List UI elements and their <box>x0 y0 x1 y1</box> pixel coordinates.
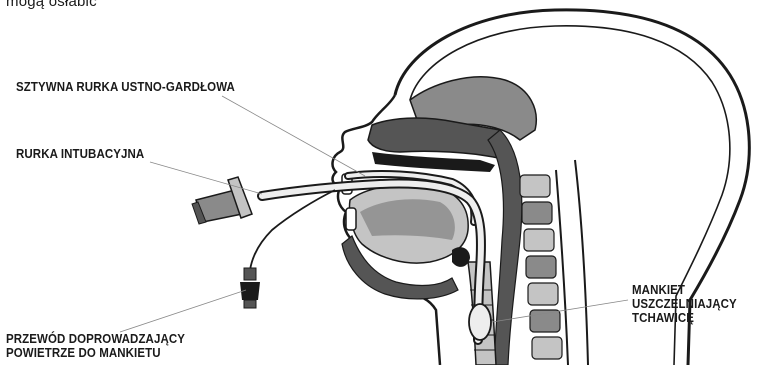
spinal-canal <box>556 170 568 365</box>
lower-teeth <box>346 208 356 230</box>
label-cuff-inflation-line-1: PRZEWÓD DOPROWADZAJĄCY <box>6 332 185 346</box>
label-rigid-oropharyngeal-airway: SZTYWNA RURKA USTNO-GARDŁOWA <box>16 80 235 94</box>
label-cuff-inflation-line: PRZEWÓD DOPROWADZAJĄCY POWIETRZE DO MANK… <box>6 332 185 360</box>
tracheal-cuff <box>469 304 491 340</box>
spinal-canal-back <box>575 160 588 365</box>
label-tracheal-cuff-2: USZCZELNIAJĄCY <box>632 297 737 311</box>
pilot-balloon-cap <box>244 300 256 308</box>
label-tracheal-cuff-1: MANKIET <box>632 283 737 297</box>
epiglottis <box>452 247 470 267</box>
cervical-spine <box>520 175 562 359</box>
label-tracheal-cuff-3: TCHAWICĘ <box>632 311 737 325</box>
label-cuff-inflation-line-2: POWIETRZE DO MANKIETU <box>6 346 185 360</box>
label-intubation-tube: RURKA INTUBACYJNA <box>16 147 144 161</box>
leader-intubation-tube <box>150 162 262 194</box>
leader-cuff-line <box>120 290 246 332</box>
pilot-balloon-valve <box>244 268 256 280</box>
label-tracheal-cuff: MANKIET USZCZELNIAJĄCY TCHAWICĘ <box>632 283 737 325</box>
cuff-inflation-line <box>250 190 335 270</box>
